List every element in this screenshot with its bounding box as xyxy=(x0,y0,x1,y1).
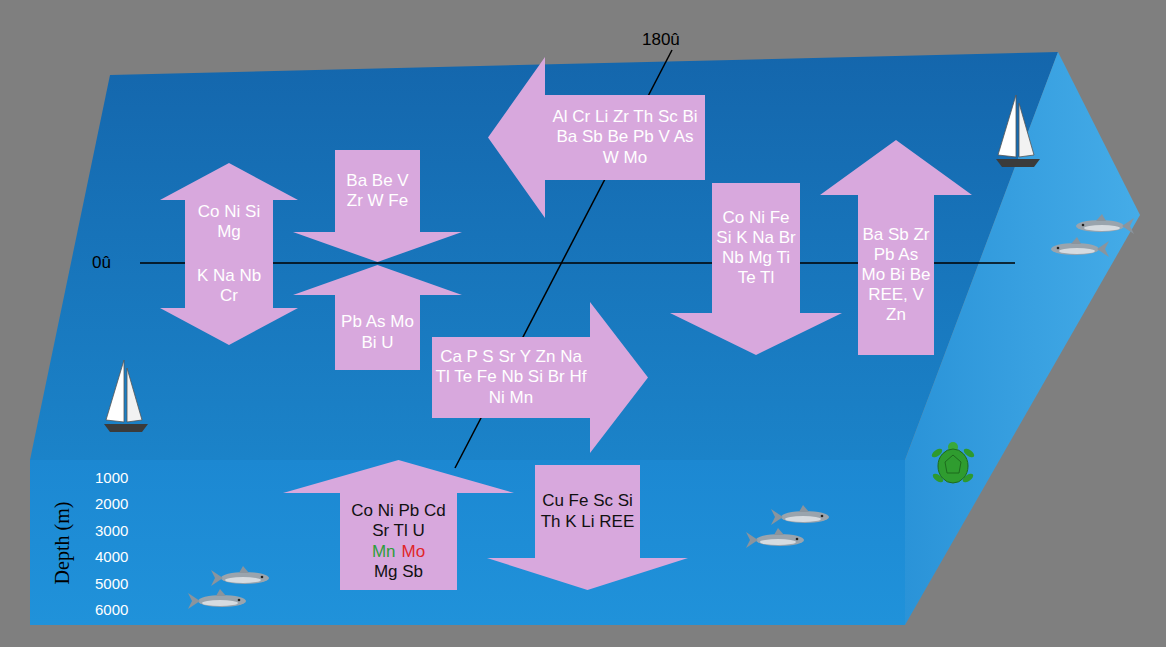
arrow-body: Pb As Mo Bi U xyxy=(335,295,420,370)
arrow-body: Co Ni Pb Cd Sr Tl UMn MoMg Sb xyxy=(340,493,457,590)
axis-title: Depth (m) xyxy=(51,502,74,585)
depth-tick: 3000 xyxy=(95,522,128,539)
element-list: Pb As Mo Bi U xyxy=(337,312,418,352)
text-row: Co Ni Pb Cd Sr Tl U xyxy=(342,501,455,541)
text-stack: Co Ni Pb Cd Sr Tl UMn MoMg Sb xyxy=(342,501,455,581)
text-row: Cu Fe Sc Si Th K Li REE xyxy=(537,491,638,531)
arrow-outline xyxy=(293,150,462,262)
flux-arrow: Ba Be V Zr W Fe xyxy=(293,150,462,262)
element-list: Ba Sb Zr Pb As Mo Bi Be REE, V Zn xyxy=(860,225,932,325)
element-list: Mg Sb xyxy=(374,562,423,582)
arrow-body: Cu Fe Sc Si Th K Li REE xyxy=(535,465,640,558)
longitude-label: 0û xyxy=(92,253,111,273)
arrow-outline xyxy=(432,302,648,453)
fish xyxy=(1051,237,1109,257)
flux-arrow: Ba Sb Zr Pb As Mo Bi Be REE, V Zn xyxy=(820,140,972,355)
arrow-body: Ca P S Sr Y Zn Na Tl Te Fe Nb Si Br Hf N… xyxy=(432,337,590,418)
text-stack: Ca P S Sr Y Zn Na Tl Te Fe Nb Si Br Hf N… xyxy=(434,347,588,407)
arrow-shape xyxy=(160,163,298,345)
flux-arrow: Cu Fe Sc Si Th K Li REE xyxy=(487,465,688,590)
element-list: Co Ni Fe Si K Na Br Nb Mg Ti Te Tl xyxy=(714,208,798,288)
element-list: Al Cr Li Zr Th Sc Bi Ba Sb Be Pb V As W … xyxy=(547,107,703,167)
arrow-body: Ba Be V Zr W Fe xyxy=(335,150,420,232)
depth-tick: 5000 xyxy=(95,575,128,592)
element-list: Ca P S Sr Y Zn Na Tl Te Fe Nb Si Br Hf N… xyxy=(434,347,588,407)
arrow-outline xyxy=(283,460,514,590)
text-row: Co Ni Fe Si K Na Br Nb Mg Ti Te Tl xyxy=(714,208,798,288)
text-row: Mg Sb xyxy=(342,562,455,582)
fish xyxy=(211,566,269,586)
depth-tick: 4000 xyxy=(95,548,128,565)
element-list: K Na Nb Cr xyxy=(187,266,271,306)
element-list: Co Ni Pb Cd Sr Tl U xyxy=(342,501,455,541)
text-row: Ca P S Sr Y Zn Na Tl Te Fe Nb Si Br Hf N… xyxy=(434,347,588,407)
sailboat xyxy=(996,95,1040,167)
sailboat xyxy=(104,360,148,432)
element-list: Mn xyxy=(372,542,396,562)
text-stack: Pb As Mo Bi U xyxy=(337,312,418,352)
flux-arrow: Co Ni Fe Si K Na Br Nb Mg Ti Te Tl xyxy=(670,183,842,355)
text-row: Co Ni Si Mg xyxy=(187,202,271,242)
text-stack: Co Ni Fe Si K Na Br Nb Mg Ti Te Tl xyxy=(714,208,798,288)
arrow-outline xyxy=(160,163,298,345)
arrow-outline xyxy=(820,140,972,355)
text-row: Ba Be V Zr W Fe xyxy=(337,171,418,211)
longitude-label: 180û xyxy=(642,30,680,50)
ocean-front xyxy=(30,460,905,625)
fish xyxy=(771,505,829,525)
arrow-body: Co Ni Fe Si K Na Br Nb Mg Ti Te Tl xyxy=(712,183,800,313)
text-row: Ba Sb Zr Pb As Mo Bi Be REE, V Zn xyxy=(860,225,932,325)
arrow-outline xyxy=(488,57,705,218)
arrow-body: Al Cr Li Zr Th Sc Bi Ba Sb Be Pb V As W … xyxy=(545,95,705,180)
fish xyxy=(746,528,804,548)
text-stack: Ba Be V Zr W Fe xyxy=(337,171,418,211)
text-row: Mn Mo xyxy=(342,542,455,562)
arrow-outline xyxy=(670,183,842,355)
depth-tick: 1000 xyxy=(95,469,128,486)
text-row: Al Cr Li Zr Th Sc Bi Ba Sb Be Pb V As W … xyxy=(547,107,703,167)
text-stack: Co Ni Si Mg K Na Nb Cr xyxy=(187,202,271,306)
arrow-body: Ba Sb Zr Pb As Mo Bi Be REE, V Zn xyxy=(858,195,934,355)
text-stack: Al Cr Li Zr Th Sc Bi Ba Sb Be Pb V As W … xyxy=(547,107,703,167)
text-stack: Ba Sb Zr Pb As Mo Bi Be REE, V Zn xyxy=(860,225,932,325)
flux-arrow: Al Cr Li Zr Th Sc Bi Ba Sb Be Pb V As W … xyxy=(488,57,705,218)
flux-arrow: Co Ni Pb Cd Sr Tl UMn MoMg Sb xyxy=(283,460,514,590)
flux-arrow: Ca P S Sr Y Zn Na Tl Te Fe Nb Si Br Hf N… xyxy=(432,302,648,453)
fish xyxy=(188,589,246,609)
fish xyxy=(1076,214,1134,234)
element-list: Mo xyxy=(402,542,426,562)
text-row: K Na Nb Cr xyxy=(187,266,271,306)
flux-arrow: Co Ni Si Mg K Na Nb Cr xyxy=(160,163,298,345)
ocean-side xyxy=(905,52,1140,625)
element-list: Co Ni Si Mg xyxy=(187,202,271,242)
text-row: Pb As Mo Bi U xyxy=(337,312,418,352)
depth-tick: 2000 xyxy=(95,495,128,512)
ocean-surface xyxy=(30,52,1058,460)
element-list: Ba Be V Zr W Fe xyxy=(337,171,418,211)
depth-tick: 6000 xyxy=(95,601,128,618)
text-stack: Cu Fe Sc Si Th K Li REE xyxy=(537,491,638,531)
arrow-body: Co Ni Si Mg K Na Nb Cr xyxy=(185,200,273,308)
turtle xyxy=(930,442,975,484)
element-list: Cu Fe Sc Si Th K Li REE xyxy=(537,491,638,531)
arrow-outline xyxy=(487,465,688,590)
